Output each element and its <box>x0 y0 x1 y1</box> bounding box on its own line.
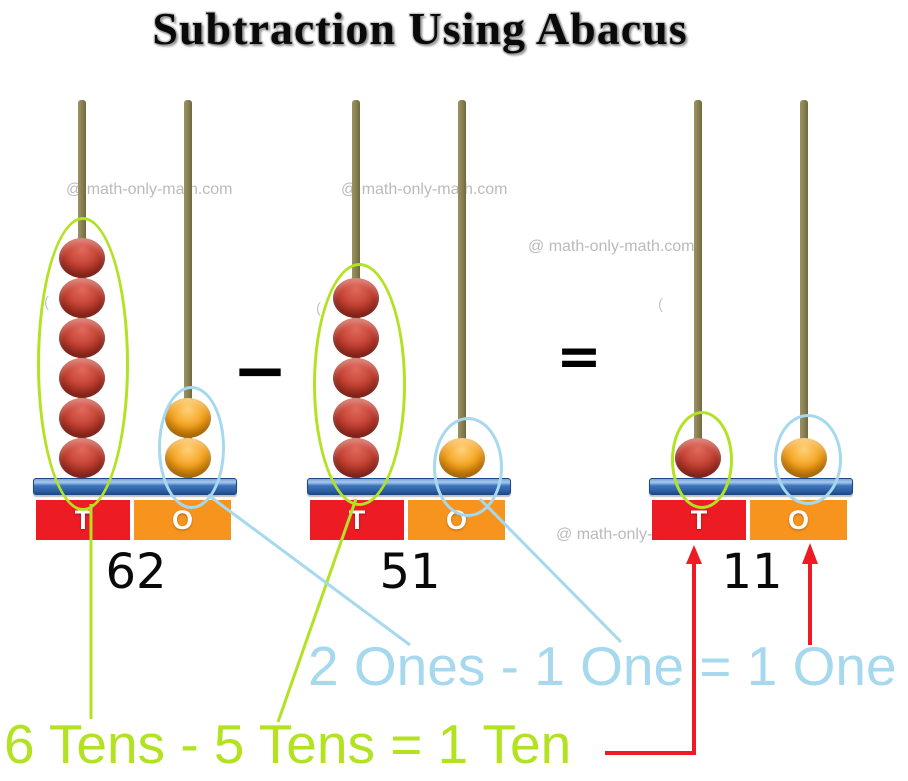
ones-rod <box>458 100 466 492</box>
abacus-value: 62 <box>105 544 167 600</box>
minus-operator: − <box>232 331 288 409</box>
tens-equation-text: 6 Tens - 5 Tens = 1 Ten <box>4 713 572 775</box>
ones-label-box: O <box>750 500 847 540</box>
page-title: Subtraction Using Abacus <box>152 3 688 54</box>
abacus-result: T O 11 <box>649 100 853 620</box>
watermark-fragment: ( <box>316 300 321 317</box>
ones-highlight-ellipse-subtrahend <box>433 417 503 517</box>
abacus-value: 11 <box>721 544 783 600</box>
tens-label-box: T <box>652 500 746 540</box>
tens-highlight-ellipse-subtrahend <box>313 263 406 506</box>
ones-rod <box>800 100 808 492</box>
equals-operator: = <box>556 324 602 388</box>
tens-highlight-ellipse-minuend <box>37 217 129 511</box>
tens-label-box: T <box>310 500 404 540</box>
watermark-fragment: ( <box>658 296 663 313</box>
abacus-value: 51 <box>379 544 441 600</box>
ones-highlight-ellipse-minuend <box>158 386 225 509</box>
tens-rod <box>694 100 702 492</box>
ones-highlight-ellipse-result <box>774 414 842 505</box>
ones-equation-text: 2 Ones - 1 One = 1 One <box>308 635 897 697</box>
ones-rod <box>184 100 192 492</box>
tens-highlight-ellipse-result <box>671 411 733 509</box>
watermark: @ math-only-math.com <box>528 238 695 255</box>
